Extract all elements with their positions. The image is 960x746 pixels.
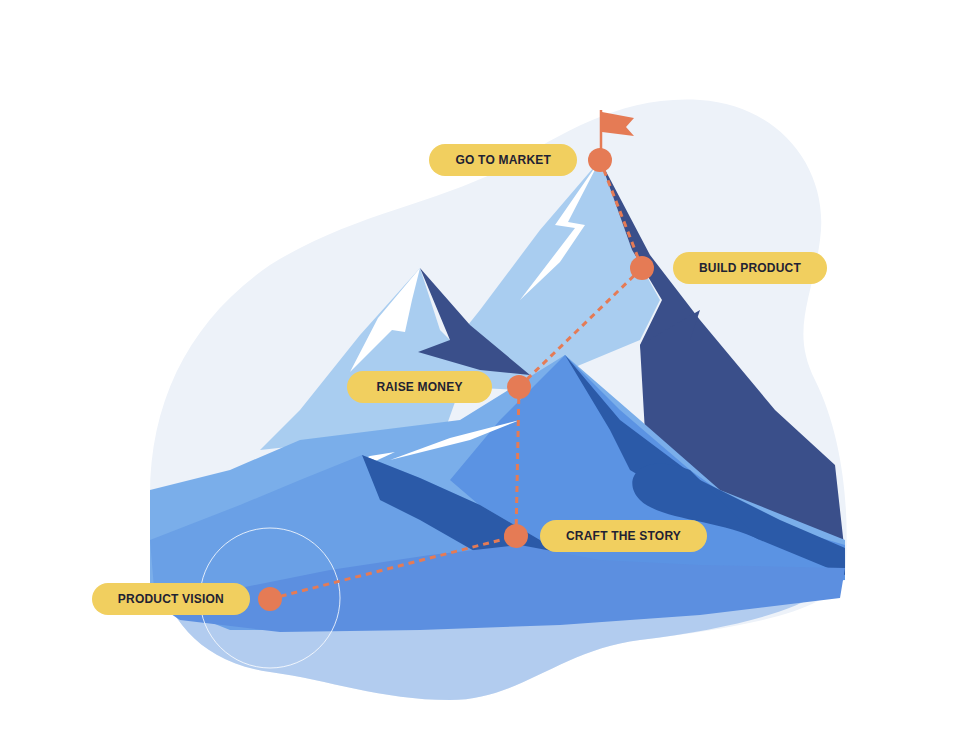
milestone-label: PRODUCT VISION [118, 592, 224, 606]
trail-connector [270, 536, 516, 599]
milestone-node: RAISE MONEY [347, 371, 531, 403]
trail-connector [600, 160, 642, 268]
milestone-pill: GO TO MARKET [429, 144, 577, 176]
milestone-dot [507, 375, 531, 399]
milestone-node: PRODUCT VISION [92, 583, 282, 615]
milestone-node: GO TO MARKET [429, 144, 612, 176]
milestone-dot [630, 256, 654, 280]
milestone-label: CRAFT THE STORY [566, 529, 681, 543]
main-peak-snow [520, 160, 600, 300]
main-peak-shadow [640, 310, 700, 370]
flag [602, 112, 634, 136]
background-blob [150, 100, 847, 700]
foreground-slope [150, 545, 845, 632]
milestone-pill: CRAFT THE STORY [540, 520, 707, 552]
milestone-pill: RAISE MONEY [347, 371, 492, 403]
milestone-pill: BUILD PRODUCT [673, 252, 827, 284]
milestone-dot [504, 524, 528, 548]
milestone-label: RAISE MONEY [376, 380, 462, 394]
milestone-dot [258, 587, 282, 611]
milestone-label: GO TO MARKET [455, 153, 551, 167]
snow-streak [390, 420, 520, 460]
trail-connector [516, 387, 519, 536]
trail-connector [519, 268, 642, 387]
milestone-pill: PRODUCT VISION [92, 583, 250, 615]
milestone-label: BUILD PRODUCT [699, 261, 801, 275]
left-peak-snow [350, 268, 420, 372]
milestone-dot [588, 148, 612, 172]
milestone-node: CRAFT THE STORY [504, 520, 707, 552]
left-peak-dark [418, 268, 530, 375]
milestone-node: BUILD PRODUCT [630, 252, 827, 284]
flag-pole [600, 110, 603, 150]
